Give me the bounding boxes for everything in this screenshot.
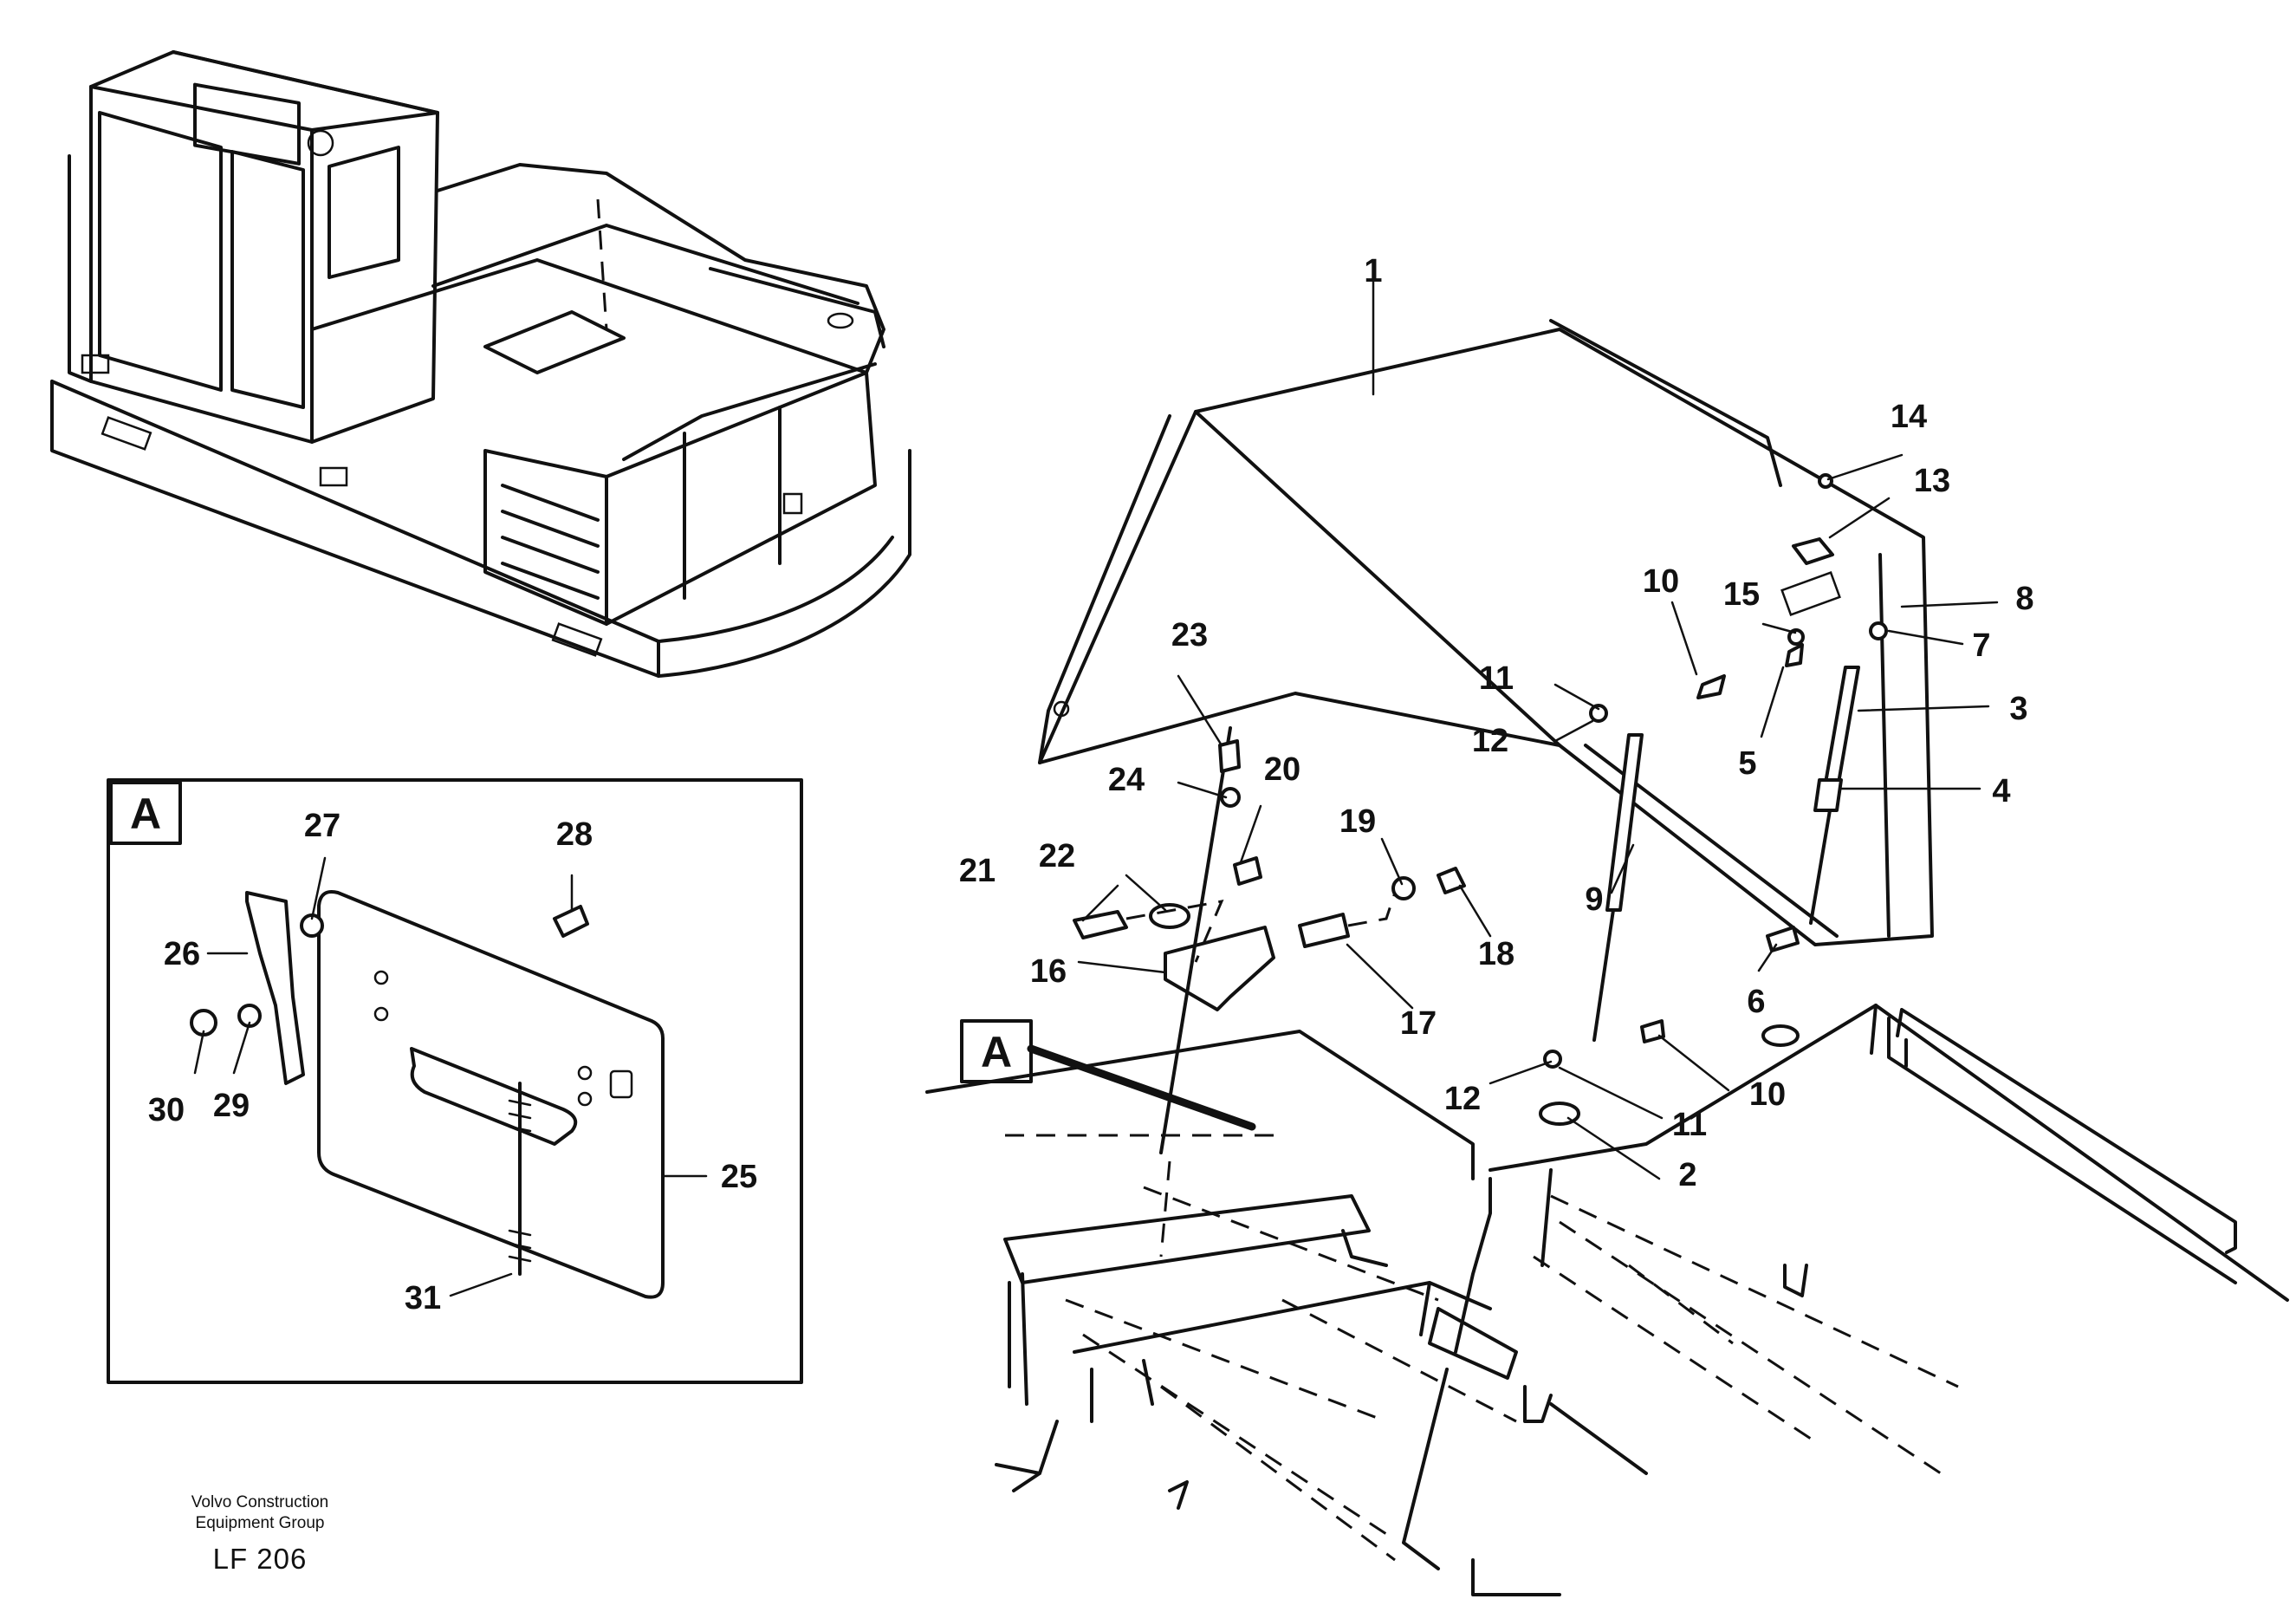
callout-17: 17 <box>1400 1005 1437 1042</box>
diagram-code: LF 206 <box>212 1543 308 1575</box>
callout-31: 31 <box>405 1280 441 1316</box>
detail-a-panel: A <box>107 778 803 1384</box>
callout-15: 15 <box>1723 576 1760 613</box>
callout-labels: 1 2 3 4 5 6 7 8 9 10 10 11 11 12 12 13 1… <box>148 253 2034 1316</box>
callout-9: 9 <box>1585 881 1603 918</box>
callout-6: 6 <box>1747 984 1765 1020</box>
callout-25: 25 <box>721 1159 757 1195</box>
callout-27: 27 <box>304 808 341 844</box>
callout-12b: 12 <box>1444 1081 1481 1117</box>
callout-2: 2 <box>1678 1157 1696 1193</box>
callout-28: 28 <box>556 816 593 853</box>
callout-19: 19 <box>1339 803 1376 840</box>
callout-22: 22 <box>1039 838 1075 874</box>
main-assembly: A <box>925 280 2289 1596</box>
callout-11b: 11 <box>1672 1107 1707 1143</box>
callout-8: 8 <box>2015 581 2033 617</box>
machine-overview <box>50 50 911 678</box>
footer-org-line2: Equipment Group <box>195 1514 325 1532</box>
callout-11a: 11 <box>1479 660 1514 697</box>
callout-5: 5 <box>1738 745 1756 782</box>
callout-29: 29 <box>213 1088 250 1124</box>
footer: Volvo Construction Equipment Group LF 20… <box>152 1492 368 1576</box>
callout-16: 16 <box>1030 953 1067 990</box>
callout-26: 26 <box>164 936 200 972</box>
callout-10a: 10 <box>1643 563 1679 600</box>
callout-13: 13 <box>1914 463 1950 499</box>
footer-org-line1: Volvo Construction <box>191 1493 329 1511</box>
callout-30: 30 <box>148 1092 185 1128</box>
detail-reference-label: A <box>981 1028 1012 1076</box>
callout-12a: 12 <box>1472 723 1508 759</box>
callout-10b: 10 <box>1749 1076 1786 1113</box>
callout-4: 4 <box>1992 773 2010 809</box>
callout-1: 1 <box>1364 253 1382 289</box>
callout-7: 7 <box>1972 627 1990 664</box>
callout-14: 14 <box>1891 399 1927 435</box>
callout-20: 20 <box>1264 751 1300 788</box>
callout-23: 23 <box>1171 617 1208 653</box>
detail-label: A <box>130 790 161 838</box>
callout-18: 18 <box>1478 936 1514 972</box>
callout-24: 24 <box>1108 762 1145 798</box>
callout-3: 3 <box>2009 691 2027 727</box>
callout-21: 21 <box>959 853 996 889</box>
